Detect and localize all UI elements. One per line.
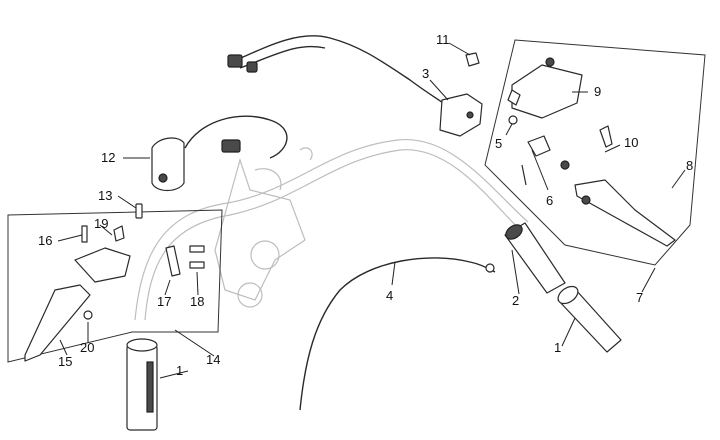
master-cylinder (507, 57, 583, 119)
callout-18: 18 (190, 294, 204, 309)
callout-12: 12 (101, 150, 115, 165)
clutch-lever-assembly (24, 225, 131, 362)
bracket-parts (165, 245, 205, 277)
callout-20: 20 (80, 340, 94, 355)
left-controls-group-box (7, 209, 223, 363)
callout-13: 13 (98, 188, 112, 203)
right-controls-group-box (484, 39, 706, 266)
left-bolt (135, 203, 143, 219)
callout-8: 8 (686, 158, 693, 173)
callout-16: 16 (38, 233, 52, 248)
callout-14: 14 (206, 352, 220, 367)
right-brake-lever (574, 179, 676, 247)
callout-17: 17 (157, 294, 171, 309)
leader-lines (57, 42, 686, 379)
right-throttle-grip (504, 222, 566, 294)
callout-labels: 11 3 9 10 8 5 6 7 12 13 19 16 4 2 1 1 14… (38, 32, 693, 378)
callout-1-left: 1 (176, 363, 183, 378)
right-bolts (465, 52, 613, 170)
callout-1-right: 1 (554, 340, 561, 355)
callout-3: 3 (422, 66, 429, 81)
callout-4: 4 (386, 288, 393, 303)
right-switch-assembly (227, 35, 483, 137)
callout-10: 10 (624, 135, 638, 150)
brake-light-switch (508, 115, 551, 186)
throttle-cable (299, 257, 496, 411)
left-grip (126, 338, 158, 431)
callout-15: 15 (58, 354, 72, 369)
callout-11: 11 (436, 32, 450, 47)
callout-2: 2 (512, 293, 519, 308)
right-grip (557, 285, 622, 353)
callout-19: 19 (94, 216, 108, 231)
callout-6: 6 (546, 193, 553, 208)
callout-5: 5 (495, 136, 502, 151)
left-switch-assembly (151, 115, 288, 192)
handlebar-tube-ghost (134, 139, 529, 321)
callout-7: 7 (636, 290, 643, 305)
callout-9: 9 (594, 84, 601, 99)
